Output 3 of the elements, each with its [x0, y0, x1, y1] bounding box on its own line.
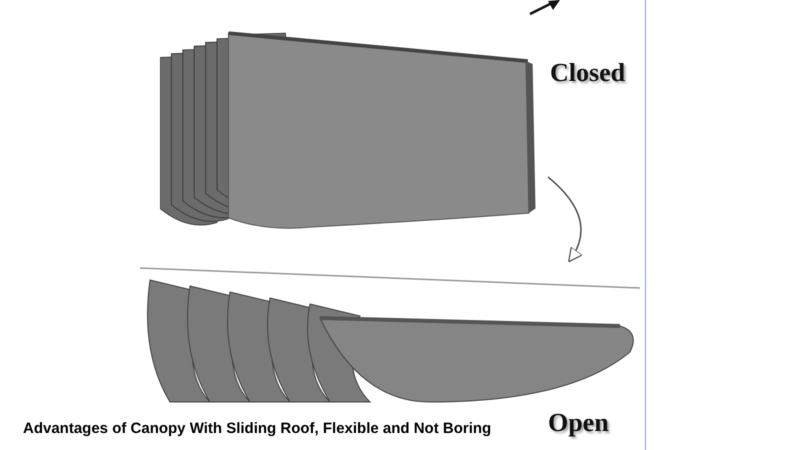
curved-arrow	[548, 176, 582, 262]
state-label: Closed	[550, 60, 626, 86]
state-label: Open	[548, 410, 609, 436]
